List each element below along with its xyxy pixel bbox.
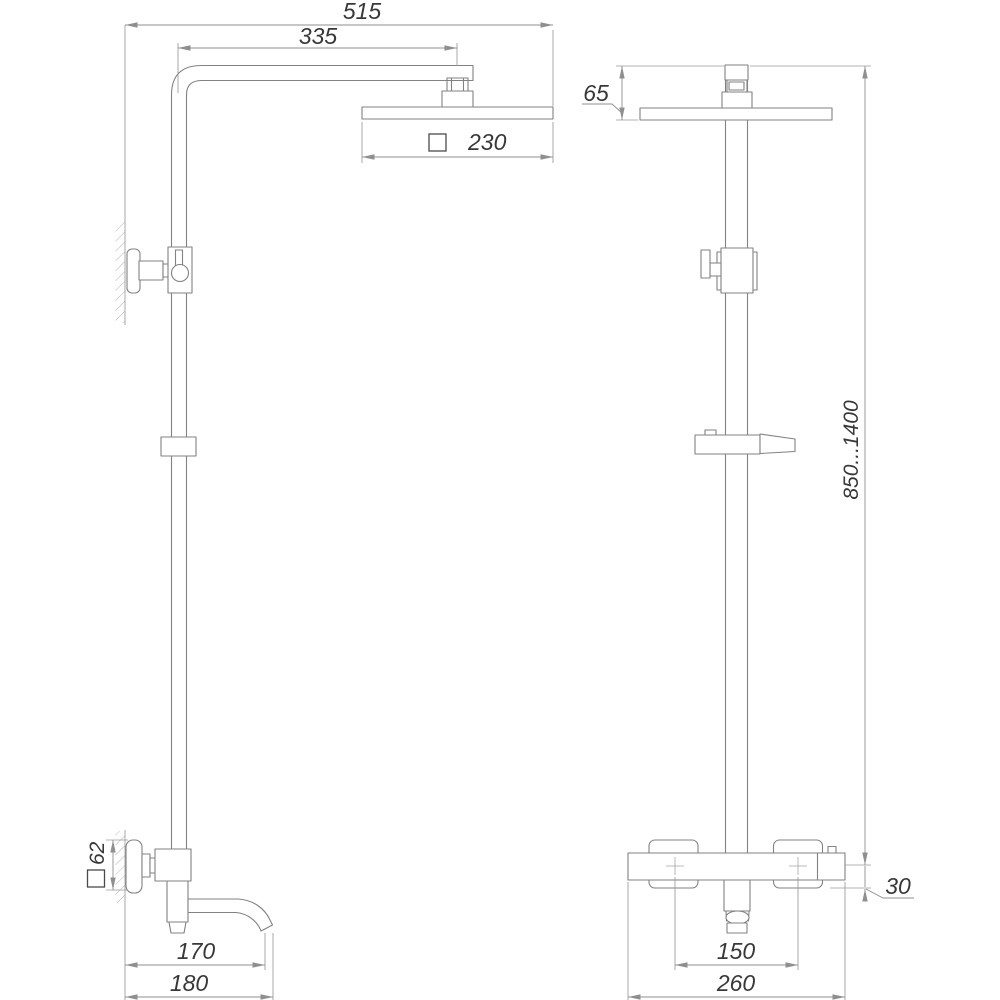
handset-holder	[759, 433, 796, 455]
top-connector-nut	[728, 81, 745, 91]
dim-label-850-1400: 850...1400	[840, 400, 863, 500]
slider-handle-stem	[709, 262, 722, 277]
slider-knob	[170, 263, 190, 283]
dim-group-62: 62	[86, 841, 109, 888]
mixer-aerator-side	[168, 921, 187, 934]
mixer-body-side	[154, 848, 192, 882]
side-view-drawing	[115, 25, 554, 1000]
dimension-annotations: 515 335 230 62 170 180 65	[86, 0, 914, 1000]
shower-head-plate-side	[361, 106, 554, 120]
handle-axis-left	[666, 857, 684, 875]
holder-bracket	[694, 434, 761, 455]
wall-hatch-upper	[115, 222, 125, 323]
spout-aerator-front	[726, 922, 748, 934]
wall-flange-lower	[125, 839, 143, 894]
riser-pipe-inner	[185, 79, 474, 851]
dim-label-230: 230	[467, 129, 507, 155]
front-view-drawing	[627, 64, 846, 934]
bracket-arm	[138, 260, 164, 281]
dim-label-335: 335	[299, 23, 338, 49]
top-connector-base	[721, 91, 753, 109]
spout-front-body	[723, 879, 751, 912]
wall-hatch-lower	[115, 831, 125, 903]
handle-axis-right	[789, 857, 807, 875]
slider-block-front	[720, 247, 754, 294]
dim-group-850-1400: 850...1400	[840, 400, 863, 500]
mixer-bar	[627, 852, 846, 881]
square-symbol-escutcheon	[86, 869, 106, 888]
wall-flange-upper	[126, 248, 141, 294]
mixer-lower-block	[166, 880, 189, 923]
square-symbol-head	[428, 133, 447, 152]
dim-label-170: 170	[177, 938, 216, 964]
slider-handle-bar	[700, 249, 711, 279]
dim-leader-65	[582, 103, 623, 114]
riser-pipe-outer	[170, 64, 474, 851]
dim-label-30: 30	[885, 873, 911, 899]
mixer-union-outer	[141, 853, 151, 878]
dim-label-62: 62	[86, 841, 109, 865]
holder-button	[704, 429, 717, 436]
shower-head-plate-front	[639, 107, 833, 121]
mixer-diverter-knob	[827, 845, 837, 854]
dim-leader-30	[865, 888, 914, 899]
spout-outlet-opening	[725, 910, 750, 925]
dim-label-515: 515	[343, 0, 382, 24]
pipe-joint-ring	[160, 436, 197, 457]
top-connector-cap	[724, 64, 749, 81]
dim-label-260: 260	[716, 970, 756, 996]
dim-label-180: 180	[170, 970, 209, 996]
bath-spout	[187, 898, 274, 932]
dim-label-65: 65	[583, 80, 609, 106]
head-connector-base	[441, 90, 474, 108]
dim-label-150: 150	[717, 938, 756, 964]
